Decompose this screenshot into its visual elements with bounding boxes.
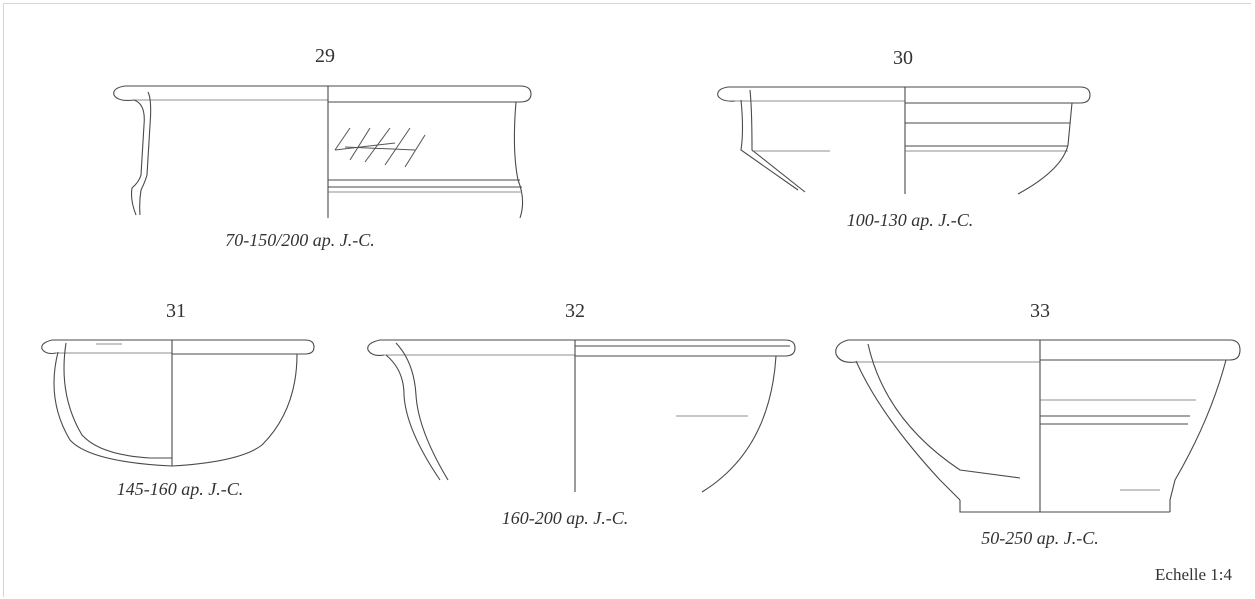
vessel-30-profile: 30 100-130 ap. J.-C.	[717, 47, 1091, 230]
vessel-32-date: 160-200 ap. J.-C.	[502, 508, 628, 528]
vessel-31-number: 31	[166, 300, 186, 322]
vessel-30-number: 30	[893, 47, 913, 69]
vessel-31-date: 145-160 ap. J.-C.	[117, 479, 243, 499]
plate-frame	[3, 3, 1251, 597]
vessel-33-profile: 33 50-250 ap. J.-C.	[835, 300, 1241, 548]
vessel-33-number: 33	[1030, 300, 1050, 322]
vessel-29-number: 29	[315, 45, 335, 67]
vessel-31-profile: 31 145-160 ap. J.-C.	[41, 300, 315, 499]
vessel-33-date: 50-250 ap. J.-C.	[981, 528, 1098, 548]
vessel-30-date: 100-130 ap. J.-C.	[847, 210, 973, 230]
vessel-32-profile: 32 160-200 ap. J.-C.	[367, 300, 796, 528]
vessel-29-profile: 29 70-150/200 ap. J.-C.	[113, 45, 532, 250]
vessel-32-number: 32	[565, 300, 585, 322]
vessel-29-date: 70-150/200 ap. J.-C.	[225, 230, 374, 250]
scale-label: Echelle 1:4	[1155, 565, 1232, 584]
